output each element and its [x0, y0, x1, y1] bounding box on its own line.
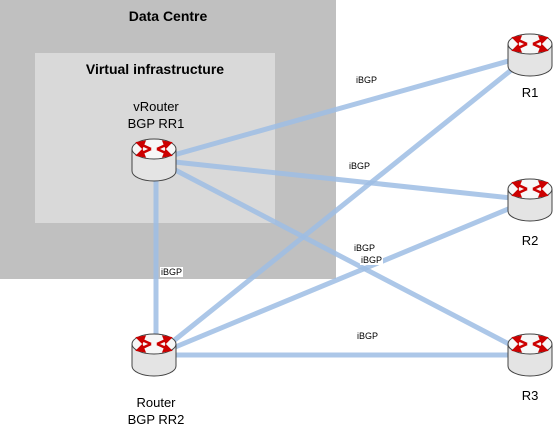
router-rr2-label-line2: BGP RR2	[127, 412, 185, 427]
link-label-vrouter-r1: iBGP	[355, 75, 379, 85]
router-icon-r1	[507, 33, 553, 77]
vrouter-label-line1: vRouter	[133, 99, 179, 114]
data-centre-title: Data Centre	[128, 8, 208, 24]
router-icon-vrouter	[131, 138, 177, 182]
router-rr2-label: Router BGP RR2	[106, 394, 206, 428]
r3-label: R3	[521, 388, 539, 403]
link-label-vrouter-rr2: iBGP	[160, 267, 184, 277]
link-rr2-r2	[153, 197, 533, 358]
link-label-rr2-r1: iBGP	[360, 255, 384, 265]
link-rr2-r1	[153, 52, 533, 358]
link-label-vrouter-r2: iBGP	[348, 161, 372, 171]
vrouter-label-line2: BGP RR1	[127, 116, 185, 131]
link-label-rr2-r2: iBGP	[353, 243, 377, 253]
router-rr2-label-line1: Router	[136, 395, 176, 410]
router-icon-r3	[507, 333, 553, 377]
router-icon-r2	[507, 178, 553, 222]
link-vrouter-r1	[153, 52, 533, 163]
r2-label: R2	[521, 233, 539, 248]
vrouter-label: vRouter BGP RR1	[106, 98, 206, 132]
router-icon-rr2	[131, 333, 177, 377]
link-vrouter-r3	[153, 157, 533, 358]
r1-label: R1	[521, 85, 539, 100]
link-vrouter-r2	[153, 157, 533, 203]
link-label-rr2-r3: iBGP	[356, 331, 380, 341]
virtual-infrastructure-title: Virtual infrastructure	[85, 61, 225, 77]
